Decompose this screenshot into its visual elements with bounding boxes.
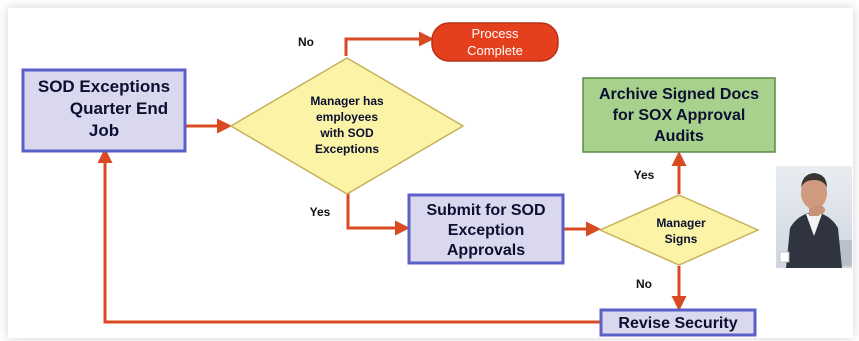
diagram-panel <box>8 8 853 338</box>
process-complete-line-1: Process <box>472 26 519 41</box>
decision-manager-line-1: Manager has <box>310 94 384 108</box>
submit-line-2: Exception <box>448 222 524 239</box>
archive-line-1: Archive Signed Docs <box>599 86 759 103</box>
tag-yes-left: Yes <box>297 201 343 221</box>
arrow-revise-to-job <box>97 148 600 324</box>
tag-no-bottom-text: No <box>636 277 652 291</box>
revise-line-1: Revise Security <box>618 315 737 332</box>
decision-manager-line-2: employees <box>316 110 378 124</box>
node-archive-docs: Archive Signed Docs for SOX Approval Aud… <box>582 77 776 153</box>
tag-yes-left-text: Yes <box>310 205 331 219</box>
arrow-decision-to-submit <box>346 193 410 236</box>
archive-line-3: Audits <box>654 128 704 145</box>
decision-manager-line-3: with SOD <box>319 126 374 140</box>
tag-no-bottom: No <box>621 273 667 293</box>
connectors <box>97 31 687 324</box>
sod-job-line-3: Job <box>89 121 119 140</box>
manager-photo <box>776 166 852 268</box>
tag-no-top: No <box>283 31 329 51</box>
decision-manager-line-4: Exceptions <box>315 142 379 156</box>
node-decision-manager: Manager has employees with SOD Exception… <box>229 57 465 195</box>
signs-line-1: Manager <box>656 216 706 230</box>
node-submit-approvals: Submit for SOD Exception Approvals <box>407 193 565 265</box>
submit-line-1: Submit for SOD <box>426 202 545 219</box>
node-decision-signs: Manager Signs <box>598 194 760 266</box>
submit-line-3: Approvals <box>447 242 525 259</box>
tag-yes-right-text: Yes <box>634 168 655 182</box>
node-sod-job: SOD Exceptions Quarter End Job <box>21 68 187 153</box>
archive-line-2: for SOX Approval <box>613 107 746 124</box>
process-complete-line-2: Complete <box>467 43 523 58</box>
node-revise-security: Revise Security <box>599 308 757 337</box>
sod-job-line-2: Quarter End <box>70 99 168 118</box>
node-process-complete: Process Complete <box>431 22 559 62</box>
signs-line-2: Signs <box>665 232 698 246</box>
sod-job-line-1: SOD Exceptions <box>38 77 170 96</box>
tag-yes-right: Yes <box>621 164 667 184</box>
tag-no-top-text: No <box>298 35 314 49</box>
arrow-decision-to-complete <box>344 31 434 56</box>
